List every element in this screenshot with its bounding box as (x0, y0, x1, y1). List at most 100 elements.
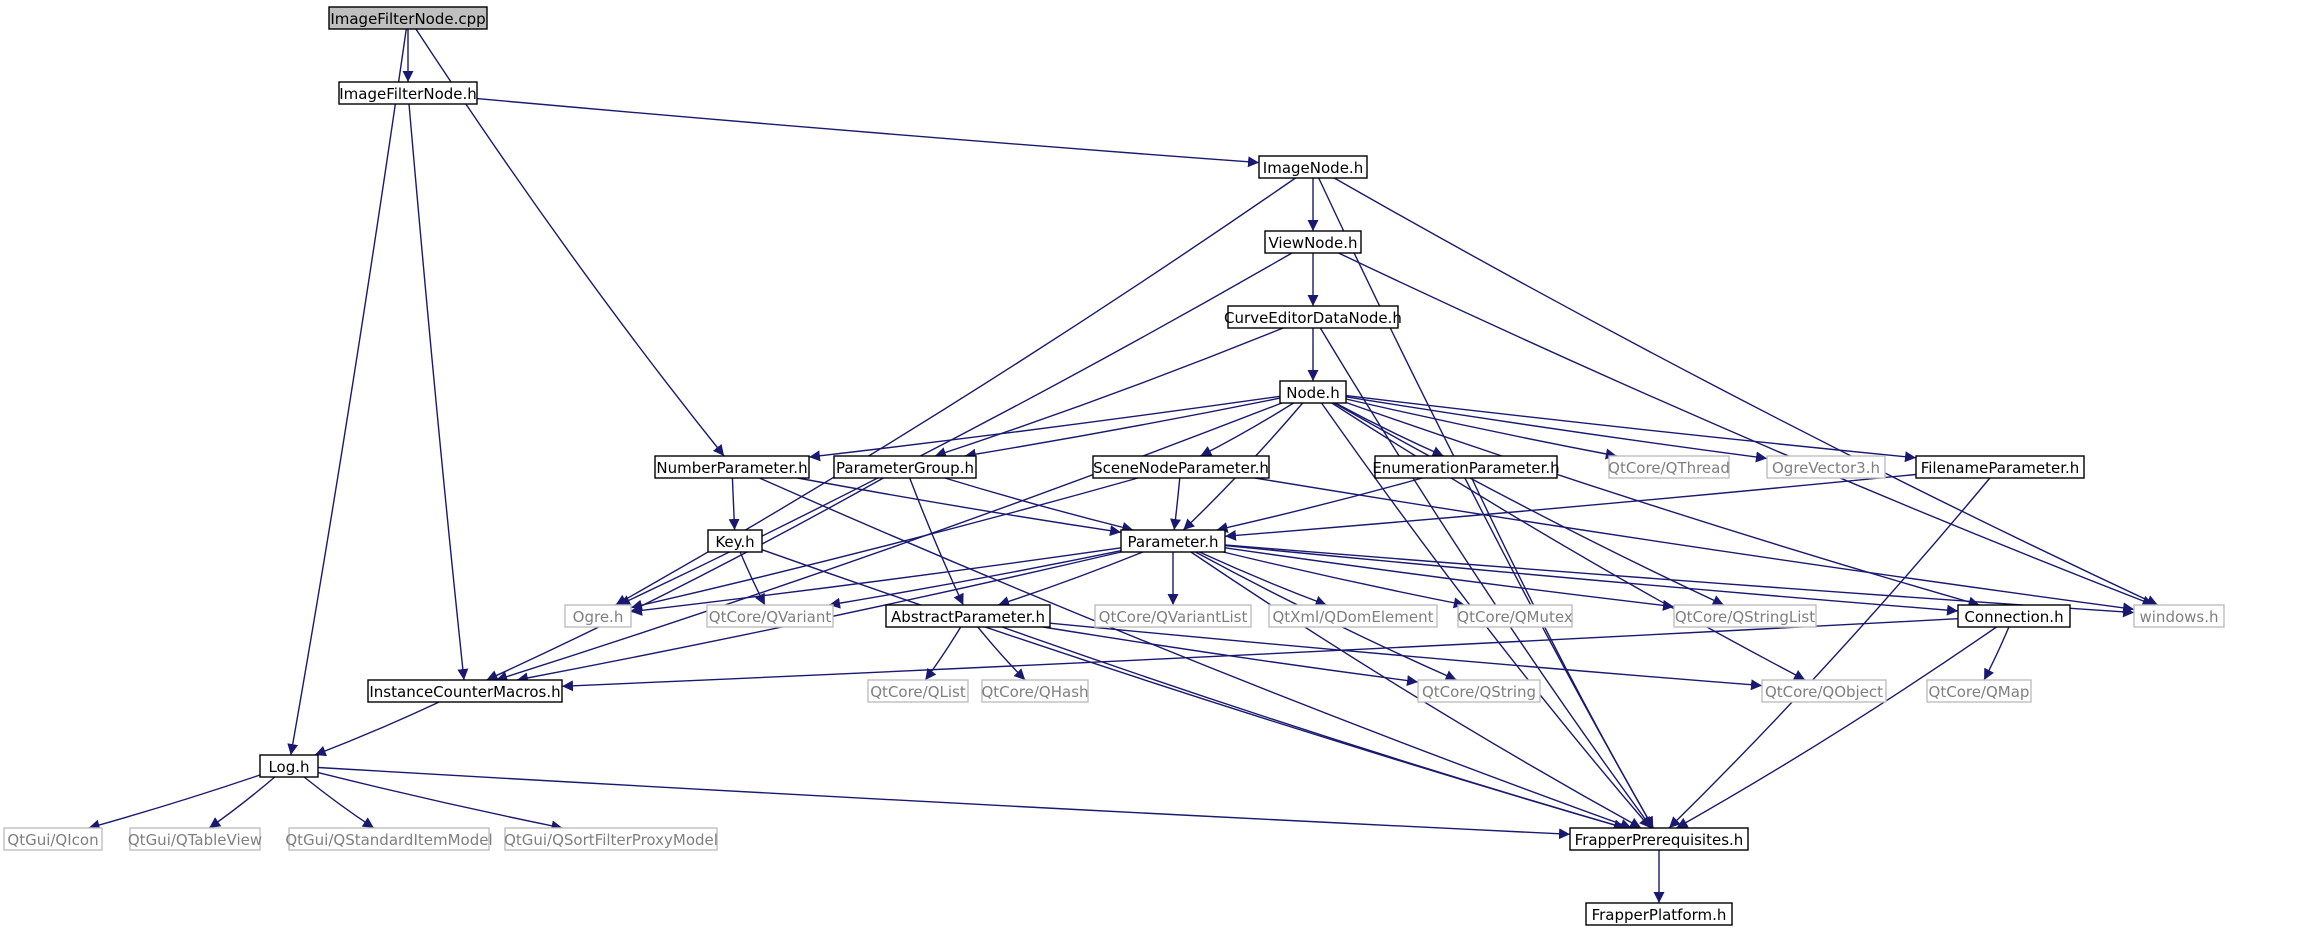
node-abstractparameter-h[interactable]: AbstractParameter.h (885, 604, 1051, 628)
edge-abstractparameter-h-to-qtcore-qhash (977, 626, 1026, 681)
node-box-qtcore-qmap (1926, 679, 2032, 703)
node-box-qtcore-qthread (1608, 455, 1730, 479)
node-box-qtcore-qstringlist (1673, 604, 1817, 628)
edge-log-h-to-frapperprerequisites-h (317, 766, 1571, 840)
node-box-key-h (707, 529, 763, 553)
node-log-h[interactable]: Log.h (259, 754, 319, 778)
edge-parameter-h-to-abstractparameter-h (997, 551, 1144, 607)
dependency-edges (88, 28, 2159, 903)
edge-scenenodeparameter-h-to-windows-h (1254, 477, 2135, 614)
edge-parameter-h-to-qtxml-qdomelement (1199, 551, 1327, 607)
node-imagefilternode-cpp[interactable]: ImageFilterNode.cpp (328, 6, 488, 30)
node-box-qtcore-qvariantlist (1094, 604, 1252, 628)
node-curveeditordatanode-h[interactable]: CurveEditorDataNode.h (1224, 305, 1402, 329)
edge-key-h-to-qtcore-qvariant (739, 551, 766, 606)
edge-filenameparameter-h-to-parameter-h (1224, 473, 1917, 541)
node-box-abstractparameter-h (885, 604, 1051, 628)
node-label-parameter-h: Parameter.h (1128, 533, 1219, 551)
edge-curveeditordatanode-h-to-frapperprerequisites-h (1319, 327, 1653, 829)
node-label-abstractparameter-h: AbstractParameter.h (891, 608, 1045, 626)
edge-parameter-h-to-frapperprerequisites-h (1190, 551, 1642, 829)
node-frapperplatform-h[interactable]: FrapperPlatform.h (1585, 902, 1733, 926)
node-imagenode-h[interactable]: ImageNode.h (1258, 155, 1368, 179)
node-label-qtcore-qlist: QtCore/QList (870, 683, 966, 701)
node-box-qtgui-qsortfilterproxymodel (504, 827, 718, 851)
edge-abstractparameter-h-to-frapperprerequisites-h (1001, 626, 1626, 831)
node-filenameparameter-h[interactable]: FilenameParameter.h (1915, 455, 2085, 479)
node-box-imagenode-h (1258, 155, 1368, 179)
node-imagefilternode-h[interactable]: ImageFilterNode.h (338, 81, 478, 105)
edge-connection-h-to-instancecountermacros-h (561, 618, 1959, 692)
node-enumerationparameter-h[interactable]: EnumerationParameter.h (1372, 455, 1560, 479)
node-label-qtcore-qstringlist: QtCore/QStringList (1675, 608, 1815, 626)
node-label-imagefilternode-cpp: ImageFilterNode.cpp (330, 10, 485, 28)
node-qtcore-qmutex: QtCore/QMutex (1457, 604, 1573, 628)
node-label-scenenodeparameter-h: SceneNodeParameter.h (1093, 459, 1269, 477)
node-node-h[interactable]: Node.h (1279, 380, 1347, 404)
edge-parametergroup-h-to-instancecountermacros-h (486, 477, 884, 681)
node-viewnode-h[interactable]: ViewNode.h (1264, 230, 1362, 254)
node-windows-h: windows.h (2133, 604, 2225, 628)
node-label-qtgui-qicon: QtGui/QIcon (7, 831, 98, 849)
node-qtcore-qthread: QtCore/QThread (1608, 455, 1730, 479)
node-box-parameter-h (1120, 529, 1226, 553)
node-qtcore-qvariant: QtCore/QVariant (706, 604, 834, 628)
node-instancecountermacros-h[interactable]: InstanceCounterMacros.h (367, 679, 563, 703)
edge-imagefilternode-cpp-to-log-h (287, 28, 407, 756)
node-scenenodeparameter-h[interactable]: SceneNodeParameter.h (1092, 455, 1270, 479)
node-parameter-h[interactable]: Parameter.h (1120, 529, 1226, 553)
node-numberparameter-h[interactable]: NumberParameter.h (654, 455, 810, 479)
node-label-imagefilternode-h: ImageFilterNode.h (339, 85, 477, 103)
edge-filenameparameter-h-to-frapperprerequisites-h (1668, 477, 1991, 829)
edge-enumerationparameter-h-to-frapperprerequisites-h (1471, 477, 1654, 829)
node-box-imagefilternode-cpp (328, 6, 488, 30)
node-key-h[interactable]: Key.h (707, 529, 763, 553)
node-label-connection-h: Connection.h (1964, 608, 2063, 626)
node-label-imagenode-h: ImageNode.h (1263, 159, 1363, 177)
node-label-curveeditordatanode-h: CurveEditorDataNode.h (1224, 309, 1402, 327)
node-label-qtgui-qsortfilterproxymodel: QtGui/QSortFilterProxyModel (504, 831, 718, 849)
edge-imagefilternode-h-to-imagenode-h (476, 97, 1260, 168)
node-label-instancecountermacros-h: InstanceCounterMacros.h (369, 683, 560, 701)
node-qtgui-qicon: QtGui/QIcon (3, 827, 103, 851)
node-box-ogrevector3-h (1766, 455, 1886, 479)
edge-node-h-to-ogrevector3-h (1345, 396, 1768, 463)
node-box-ogre-h (564, 604, 632, 628)
node-box-enumerationparameter-h (1374, 455, 1558, 479)
node-qtxml-qdomelement: QtXml/QDomElement (1268, 604, 1438, 628)
node-box-qtcore-qvariant (706, 604, 834, 628)
edge-numberparameter-h-to-parameter-h (797, 477, 1122, 537)
edge-enumerationparameter-h-to-parameter-h (1216, 477, 1423, 533)
node-connection-h[interactable]: Connection.h (1957, 604, 2071, 628)
node-box-frapperplatform-h (1585, 902, 1733, 926)
node-box-viewnode-h (1264, 230, 1362, 254)
node-box-parametergroup-h (833, 455, 977, 479)
node-label-qtgui-qstandarditemmodel: QtGui/QStandardItemModel (285, 831, 492, 849)
node-label-qtcore-qmap: QtCore/QMap (1929, 683, 2030, 701)
node-label-frapperplatform-h: FrapperPlatform.h (1592, 906, 1727, 924)
edge-viewnode-h-to-ogre-h (618, 252, 1293, 606)
node-label-frapperprerequisites-h: FrapperPrerequisites.h (1575, 831, 1744, 849)
node-box-connection-h (1957, 604, 2071, 628)
edge-node-h-to-scenenodeparameter-h (1200, 402, 1294, 457)
node-qtgui-qtableview: QtGui/QTableView (128, 827, 262, 851)
node-qtcore-qobject: QtCore/QObject (1761, 679, 1887, 703)
edge-abstractparameter-h-to-qtcore-qlist (924, 626, 962, 681)
node-label-ogre-h: Ogre.h (573, 608, 624, 626)
edge-node-h-to-enumerationparameter-h (1335, 402, 1444, 457)
node-box-qtcore-qhash (981, 679, 1089, 703)
node-qtcore-qvariantlist: QtCore/QVariantList (1094, 604, 1252, 628)
node-label-qtcore-qhash: QtCore/QHash (981, 683, 1088, 701)
node-qtgui-qsortfilterproxymodel: QtGui/QSortFilterProxyModel (504, 827, 718, 851)
node-box-scenenodeparameter-h (1092, 455, 1270, 479)
edge-node-h-to-connection-h (1345, 401, 1980, 608)
edge-log-h-to-qtgui-qtableview (208, 776, 276, 829)
edge-log-h-to-qtgui-qstandarditemmodel (303, 776, 375, 829)
edge-connection-h-to-frapperprerequisites-h (1676, 626, 1997, 829)
node-frapperprerequisites-h[interactable]: FrapperPrerequisites.h (1569, 827, 1749, 851)
node-label-parametergroup-h: ParameterGroup.h (836, 459, 974, 477)
node-box-qtcore-qobject (1761, 679, 1887, 703)
edge-node-h-to-qtcore-qthread (1345, 398, 1617, 460)
node-parametergroup-h[interactable]: ParameterGroup.h (833, 455, 977, 479)
node-label-viewnode-h: ViewNode.h (1268, 234, 1357, 252)
